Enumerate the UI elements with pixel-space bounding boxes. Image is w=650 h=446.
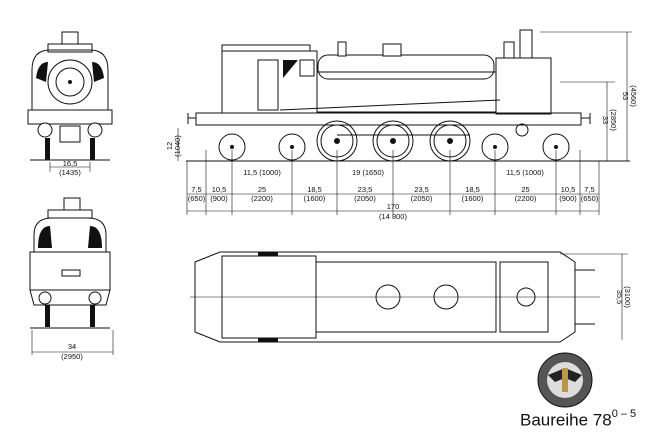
axle-spacing-label: 7,5	[584, 185, 594, 194]
title-superscript: 0 – 5	[611, 408, 637, 420]
axle-spacing-label: 18,5	[307, 185, 322, 194]
axle-spacing-label: 18,5	[465, 185, 480, 194]
front-view: 16,5 (1435)	[27, 31, 113, 177]
axle-spacing-label: 7,5	[191, 185, 201, 194]
total-length-label: 170	[387, 202, 400, 211]
buffer-height-label: 12	[165, 142, 174, 150]
plan-view: 35,5 (3100)	[190, 251, 632, 343]
axle-spacing-label: (2200)	[251, 194, 273, 203]
axle-spacing-label: (2200)	[515, 194, 537, 203]
width-mm-label: (2950)	[61, 352, 83, 361]
axle-spacing-label: 10,5	[561, 185, 576, 194]
gauge-label: 16,5	[63, 159, 78, 168]
width-label: 34	[68, 342, 76, 351]
gauge-mm-label: (1435)	[59, 168, 81, 177]
axle-spacing-label: (2050)	[354, 194, 376, 203]
axle-spacing-label: 23,5	[414, 185, 429, 194]
axle-spacing-label: (650)	[581, 194, 599, 203]
axle-spacing-label: 25	[258, 185, 266, 194]
total-height-mm-label: (4560)	[629, 85, 638, 107]
axle-spacing-label: (1600)	[462, 194, 484, 203]
axle-spacing-label: (2050)	[411, 194, 433, 203]
total-length-mm-label: (14 800)	[379, 212, 407, 221]
axle-spacing-label: (900)	[210, 194, 228, 203]
plan-width-mm-label: (3100)	[623, 286, 632, 308]
axle-spacing-label: (650)	[188, 194, 206, 203]
drawing-title: Baureihe 780 – 5	[520, 408, 637, 430]
wheel-diameter-label: 19 (1650)	[352, 168, 385, 177]
boiler-height-label: 33	[601, 116, 610, 124]
total-height-label: 53	[621, 92, 630, 100]
wheel-diameter-label: 11,5 (1000)	[243, 168, 281, 177]
buffer-height-mm-label: (1040)	[173, 135, 182, 157]
deutsche-reichsbahn-logo	[537, 352, 593, 408]
axle-spacing-label: 23,5	[358, 185, 373, 194]
wheel-diameter-label: 11,5 (1000)	[506, 168, 544, 177]
axle-spacing-label: (900)	[559, 194, 577, 203]
axle-spacing-label: 25	[521, 185, 529, 194]
plan-width-label: 35,5	[615, 290, 624, 305]
axle-spacing-label: 10,5	[212, 185, 227, 194]
boiler-height-mm-label: (2850)	[609, 109, 618, 131]
rear-view: 34 (2950)	[29, 197, 114, 361]
axle-spacing-dimensions: 7,5(650)10,5(900)25(2200)18,5(1600)23,5(…	[186, 150, 600, 215]
axle-spacing-label: (1600)	[304, 194, 326, 203]
side-view: 12 (1040) 53 (4560) 33 (2850) 11,5 (1000…	[165, 29, 638, 221]
